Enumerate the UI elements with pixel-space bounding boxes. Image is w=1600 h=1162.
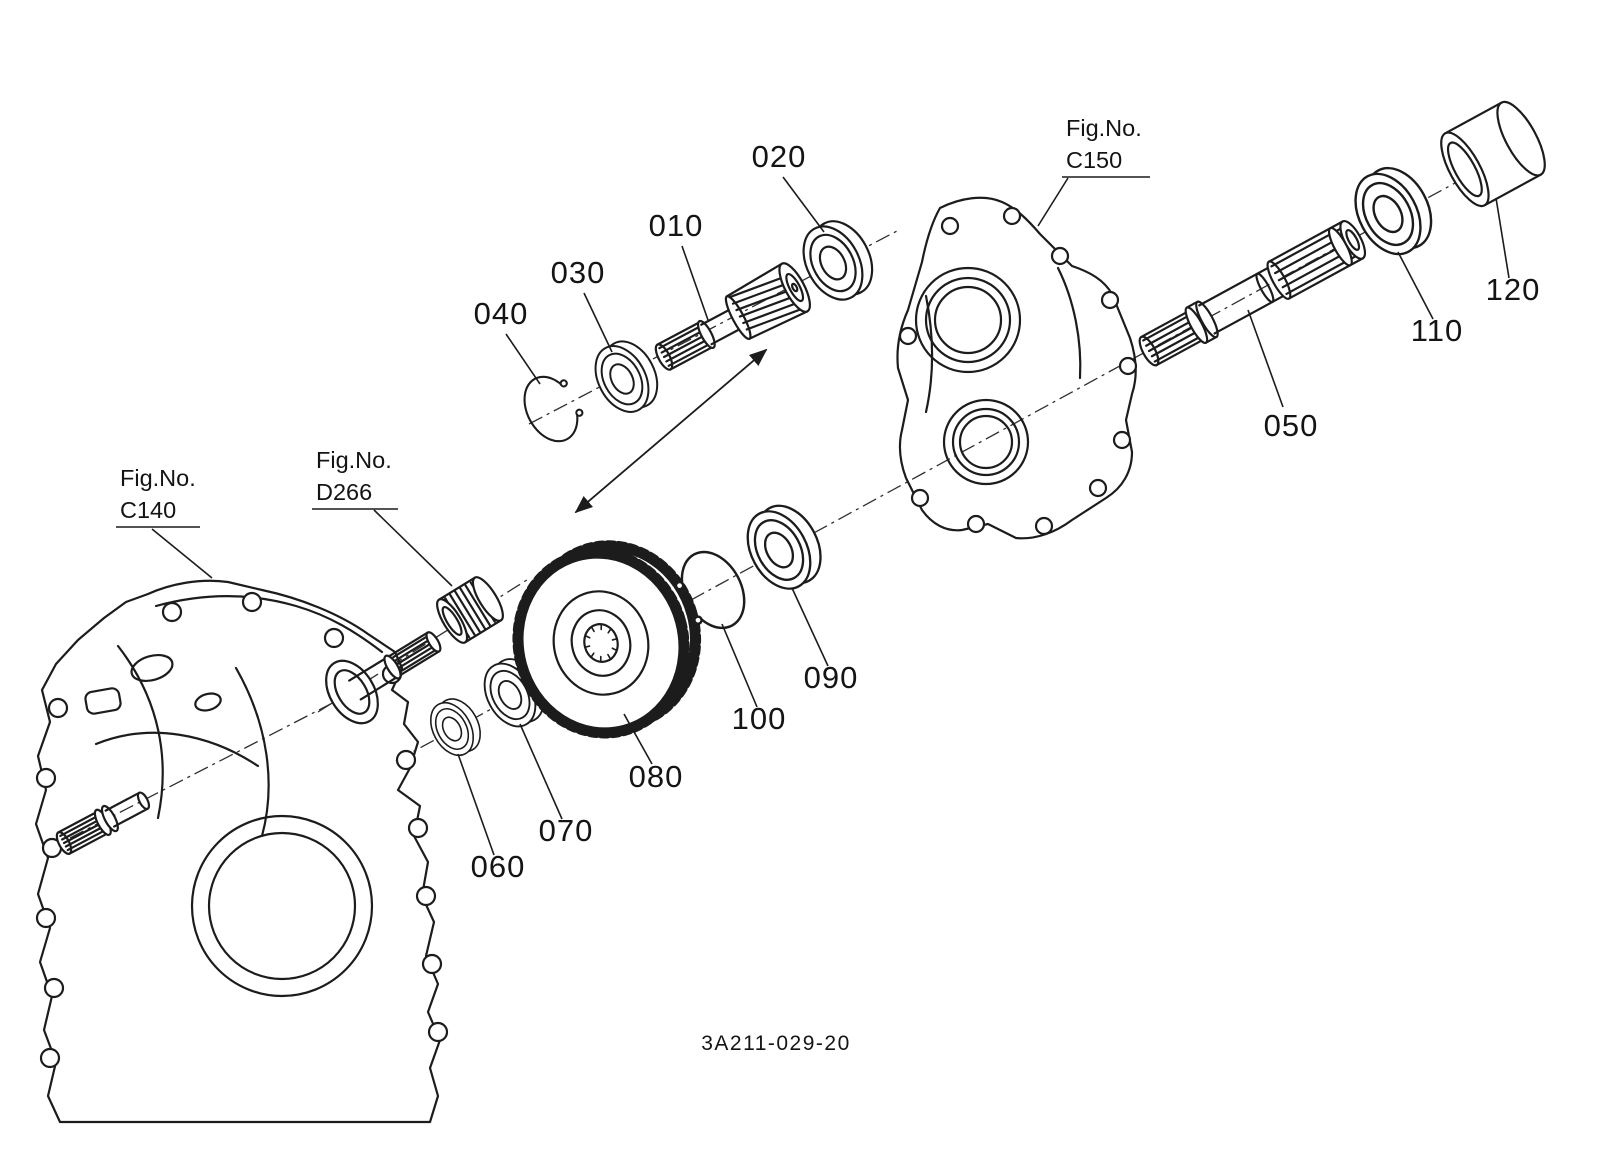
case-input-shaft — [55, 791, 151, 855]
part-label-040: 040 — [474, 296, 529, 331]
part-label-120: 120 — [1486, 272, 1541, 307]
cover-outline — [896, 196, 1137, 540]
part-080-gear — [512, 540, 702, 739]
part-label-060: 060 — [471, 849, 526, 884]
case-rib-line-1 — [94, 731, 260, 768]
cover-c150-gear-case — [896, 196, 1138, 540]
leader-line-010 — [681, 245, 709, 321]
cover-upper-bore-2 — [924, 276, 1012, 364]
cover-lower-bore-1 — [942, 398, 1030, 486]
part-090-bearing — [733, 493, 835, 601]
leader-line-090 — [791, 587, 829, 667]
needle-bearing-d266 — [436, 576, 504, 644]
leader-line-020 — [782, 176, 825, 233]
part-label-090: 090 — [804, 660, 859, 695]
leader-line-fig-c150 — [1037, 177, 1069, 227]
fig-ref-c140-prefix: Fig.No. — [120, 465, 196, 491]
centerline-case-shaft-axis — [69, 693, 351, 839]
fig-ref-d266-code: D266 — [316, 479, 372, 505]
cover-upper-bore-3 — [933, 285, 1003, 355]
leader-line-fig-d266 — [373, 509, 453, 587]
cover-lower-bore-3 — [958, 414, 1014, 470]
part-label-070: 070 — [539, 813, 594, 848]
leader-line-040 — [505, 333, 541, 385]
case-shaft-boss-inner — [333, 669, 371, 715]
leader-line-110 — [1397, 251, 1434, 320]
part-010-pinion-shaft — [654, 262, 811, 371]
case-oval-hole-1 — [130, 653, 174, 683]
leader-line-050 — [1247, 309, 1284, 408]
fig-ref-c140-code: C140 — [120, 497, 176, 523]
case-oval-hole-2 — [194, 692, 222, 712]
cover-bolt-holes — [898, 206, 1138, 536]
assembly-direction-arrow — [574, 348, 768, 514]
leader-line-fig-c140 — [151, 528, 213, 579]
case-large-opening-inner — [207, 831, 357, 981]
cover-inner-wall-2 — [1056, 266, 1082, 380]
part-label-050: 050 — [1264, 408, 1319, 443]
case-rib-line-2 — [116, 644, 164, 820]
part-120-collar — [1440, 100, 1546, 208]
leader-line-060 — [457, 753, 495, 856]
leader-line-120 — [1495, 197, 1510, 279]
part-050-pto-shaft — [1138, 220, 1367, 367]
labels: 010 020 030 040 050 060 070 080 090 100 … — [120, 115, 1541, 1055]
fig-ref-c150-prefix: Fig.No. — [1066, 115, 1142, 141]
case-flange-inner-line — [154, 595, 384, 654]
drawing-number: 3A211-029-20 — [701, 1032, 851, 1055]
leader-lines — [116, 176, 1510, 856]
cover-inner-wall-1 — [924, 294, 934, 414]
case-slot-hole — [84, 687, 122, 715]
part-label-020: 020 — [752, 139, 807, 174]
part-label-030: 030 — [551, 255, 606, 290]
cover-upper-bore-1 — [914, 266, 1022, 374]
part-040-snap-ring — [512, 365, 592, 452]
fig-ref-d266-prefix: Fig.No. — [316, 447, 392, 473]
leader-line-070 — [519, 723, 563, 820]
case-rib-line-3 — [234, 666, 270, 838]
leader-line-030 — [583, 292, 613, 353]
centerlines — [69, 140, 1533, 839]
leader-line-100 — [721, 623, 758, 708]
part-label-080: 080 — [629, 759, 684, 794]
leader-line-080 — [623, 713, 653, 765]
counter-shaft — [348, 631, 442, 701]
fig-ref-c150-code: C150 — [1066, 147, 1122, 173]
cover-lower-bore-2 — [951, 407, 1021, 477]
gear-bore-splines — [584, 623, 618, 663]
part-060-bearing — [421, 690, 490, 764]
case-c140-housing — [34, 579, 449, 1124]
part-label-010: 010 — [649, 208, 704, 243]
case-large-opening-outer — [190, 814, 374, 998]
part-label-110: 110 — [1411, 313, 1463, 348]
part-label-100: 100 — [732, 701, 787, 736]
